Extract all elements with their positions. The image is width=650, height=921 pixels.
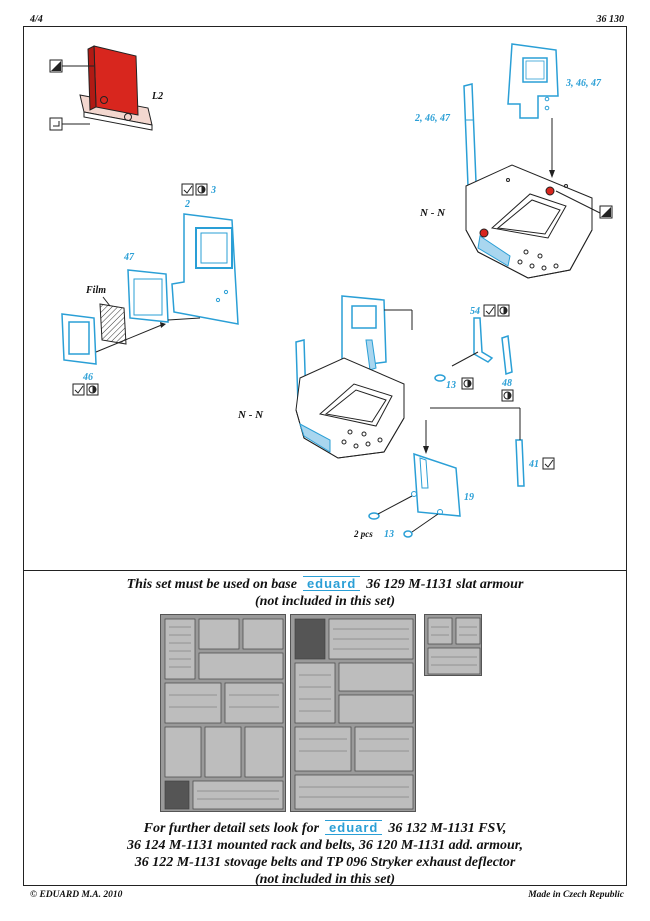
part-46: [61, 313, 97, 365]
label-46: 46: [82, 372, 93, 383]
step-bottom: N - N 54 13 48 41 19: [237, 295, 555, 540]
part-54: [473, 317, 494, 363]
base-note-line2: (not included in this set): [254, 594, 396, 609]
instruction-frame: [23, 26, 627, 886]
step-top-right: 3, 46, 47 2, 46, 47 N - N: [414, 43, 613, 279]
label-2: 2: [184, 199, 190, 210]
further-note-line2: 36 124 M-1131 mounted rack and belts, 36…: [127, 838, 523, 853]
eduard-logo: eduard: [302, 576, 361, 591]
part-41: [515, 439, 525, 487]
label-13-b: 13: [384, 529, 394, 540]
step-left: 3 2 47 Film 46: [61, 183, 239, 396]
further-note-line4: (not included in this set): [254, 872, 396, 887]
section-divider: [23, 570, 627, 571]
label-48: 48: [501, 378, 512, 389]
label-film: Film: [85, 285, 106, 296]
set-code: 36 130: [596, 14, 625, 25]
clear-part-icon: [49, 117, 63, 131]
label-nn-bottom: N - N: [237, 409, 264, 421]
label-3-46-47: 3, 46, 47: [565, 78, 602, 89]
part-13-b: [368, 512, 380, 520]
fret-image-3: [424, 614, 482, 676]
label-3: 3: [210, 185, 216, 196]
step-l2: L2: [49, 45, 163, 131]
label-47: 47: [123, 252, 135, 263]
base-set-note: This set must be used on base eduard 36 12…: [23, 576, 627, 610]
base-note-prefix: This set must be used on base: [126, 577, 297, 592]
part-3: [507, 43, 559, 119]
label-13-a: 13: [446, 380, 456, 391]
label-2pcs: 2 pcs: [353, 529, 373, 539]
further-note-line3: 36 122 M-1131 stovage belts and TP 096 S…: [134, 855, 516, 870]
page-number: 4/4: [30, 14, 43, 25]
label-41: 41: [528, 459, 539, 470]
label-19: 19: [464, 492, 474, 503]
part-19: [413, 452, 461, 517]
label-nn-top: N - N: [419, 207, 446, 219]
copyright: © EDUARD M.A. 2010: [30, 890, 123, 900]
part-2-side: [463, 83, 477, 188]
base-note-suffix: 36 129 M-1131 slat armour: [366, 577, 524, 592]
eduard-logo-2: eduard: [325, 820, 383, 835]
assembly-diagram: L2 3, 46, 47 2, 46, 47 N - N: [49, 43, 613, 540]
further-sets-note: For further detail sets look for eduard 36…: [23, 820, 627, 888]
further-note-prefix: For further detail sets look for: [143, 821, 320, 836]
origin: Made in Czech Republic: [528, 890, 624, 900]
film-part: [99, 303, 127, 345]
fret-image-1: [160, 614, 286, 812]
part-47: [127, 269, 169, 323]
red-film-part: [93, 45, 139, 116]
part-48: [501, 334, 513, 376]
label-l2: L2: [151, 91, 163, 102]
label-2-46-47: 2, 46, 47: [414, 113, 451, 124]
fret-image-2: [290, 614, 416, 812]
part-13-a: [434, 374, 446, 382]
further-note-suffix: 36 132 M-1131 FSV,: [388, 821, 507, 836]
label-54: 54: [470, 306, 480, 317]
